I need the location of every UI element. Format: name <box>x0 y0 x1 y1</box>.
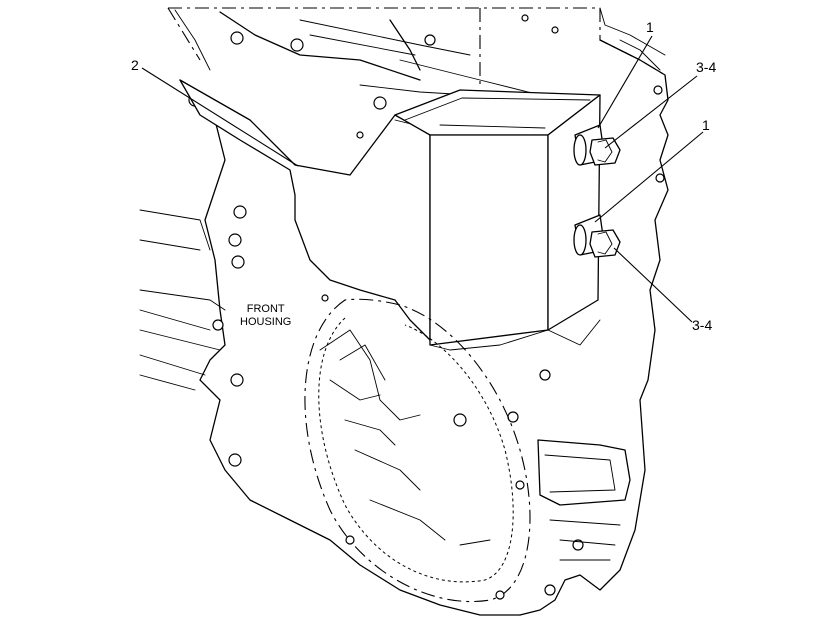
phantom-engine-block <box>167 7 666 85</box>
bolt-upper <box>573 124 621 166</box>
callout-1-top: 1 <box>646 19 654 35</box>
callout-3-4-top: 3-4 <box>696 59 717 75</box>
right-block <box>507 39 669 616</box>
front-housing <box>139 79 521 616</box>
front-housing-label-line1: FRONT <box>246 303 285 315</box>
callout-1-mid: 1 <box>702 117 710 133</box>
front-housing-label: FRONT HOUSING <box>240 303 291 328</box>
leader-1-top <box>597 35 653 129</box>
leader-lines <box>141 35 704 323</box>
leader-1-mid <box>594 131 704 223</box>
front-housing-label-line2: HOUSING <box>240 315 292 328</box>
callout-2: 2 <box>131 57 139 73</box>
top-block-details <box>174 9 561 139</box>
flywheel-opening <box>304 298 531 602</box>
leader-34-top <box>604 75 698 149</box>
bolt-lower <box>573 214 621 258</box>
leader-34-bottom <box>613 247 693 323</box>
leader-2 <box>141 67 299 167</box>
bracket-arm <box>179 79 431 341</box>
callout-3-4-bottom: 3-4 <box>692 317 713 333</box>
